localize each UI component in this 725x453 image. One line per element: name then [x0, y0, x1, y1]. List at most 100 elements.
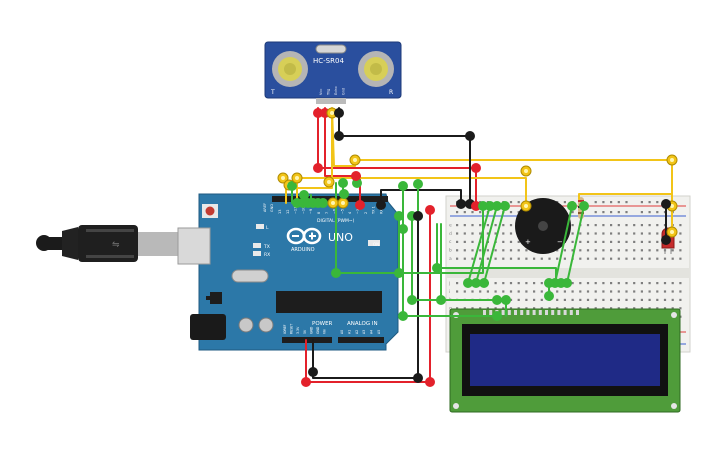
- wire-node[interactable]: [308, 367, 318, 377]
- wire-node[interactable]: [661, 199, 671, 209]
- wire[interactable]: [305, 209, 431, 383]
- wire[interactable]: [338, 107, 471, 205]
- sensor-pin-label: Vcc: [319, 89, 323, 95]
- wire-node[interactable]: [355, 200, 365, 210]
- wire-node[interactable]: [500, 201, 510, 211]
- analog-pin-label: A5: [377, 330, 381, 334]
- aref-label: AREF: [263, 203, 267, 212]
- wire-node[interactable]: [398, 181, 408, 191]
- uno-label: UNO: [328, 231, 353, 244]
- wire-node[interactable]: [492, 311, 502, 321]
- wire-node[interactable]: [544, 291, 554, 301]
- wire-node[interactable]: [492, 201, 502, 211]
- wire[interactable]: [285, 107, 333, 204]
- regulator: [210, 292, 222, 304]
- wire-node[interactable]: [471, 278, 481, 288]
- wire[interactable]: [312, 215, 419, 379]
- wire-node[interactable]: [299, 190, 309, 200]
- wire-node[interactable]: [492, 295, 502, 305]
- tx-label: TX: [263, 244, 270, 250]
- usb-cable[interactable]: ⇋: [36, 225, 199, 262]
- wire[interactable]: [554, 205, 573, 284]
- digital-pin-label: 7: [325, 212, 329, 214]
- wire[interactable]: [566, 205, 585, 284]
- wire-node[interactable]: [567, 201, 577, 211]
- breadboard-row-letter: j: [448, 280, 450, 286]
- wire-node[interactable]: [485, 201, 495, 211]
- power-pin-label: 5V: [303, 329, 307, 334]
- wire-node[interactable]: [313, 163, 323, 173]
- wire-node[interactable]: [413, 211, 423, 221]
- wire-node[interactable]: [301, 377, 311, 387]
- analog-pin-label: A3: [362, 330, 366, 334]
- wire[interactable]: [467, 205, 491, 284]
- wire[interactable]: [578, 193, 673, 200]
- wire-node[interactable]: [331, 268, 341, 278]
- rx-label: RX: [264, 252, 270, 258]
- wire-node[interactable]: [436, 295, 446, 305]
- wire-node[interactable]: [579, 201, 589, 211]
- wire[interactable]: [331, 107, 673, 207]
- wire[interactable]: [335, 182, 484, 274]
- piezo-buzzer[interactable]: + −: [515, 198, 571, 254]
- sensor-pin-label: Echo: [334, 87, 338, 96]
- wire-node[interactable]: [398, 311, 408, 321]
- tx-led: [253, 243, 261, 248]
- breadboard-row-letter: c: [449, 240, 452, 245]
- wire-node[interactable]: [471, 163, 481, 173]
- wire[interactable]: [324, 107, 361, 206]
- wire-node[interactable]: [456, 199, 466, 209]
- wire-node[interactable]: [287, 181, 297, 191]
- breadboard-row-letter: a: [449, 257, 452, 262]
- wire-node[interactable]: [463, 278, 473, 288]
- wire[interactable]: [317, 107, 477, 207]
- wire-node[interactable]: [339, 189, 349, 199]
- wire-node[interactable]: [394, 211, 404, 221]
- breadboard-row-letter: i: [449, 289, 450, 295]
- wire-node[interactable]: [313, 108, 323, 118]
- wire[interactable]: [380, 189, 462, 206]
- wire-node[interactable]: [398, 224, 408, 234]
- wire-node[interactable]: [351, 171, 361, 181]
- wire-node[interactable]: [334, 131, 344, 141]
- wire-node[interactable]: [562, 278, 572, 288]
- wire-node[interactable]: [413, 373, 423, 383]
- wire-node[interactable]: [376, 200, 386, 210]
- reset-button[interactable]: [205, 206, 215, 216]
- wire[interactable]: [483, 205, 506, 284]
- wire[interactable]: [296, 177, 527, 207]
- arduino-brand-label: ARDUINO: [291, 247, 315, 253]
- wire[interactable]: [411, 215, 507, 317]
- wire-node[interactable]: [661, 235, 671, 245]
- wire-node[interactable]: [479, 278, 489, 288]
- wire-node[interactable]: [432, 263, 442, 273]
- wire[interactable]: [475, 205, 498, 284]
- wire-node[interactable]: [471, 201, 481, 211]
- wire-node[interactable]: [334, 108, 344, 118]
- power-pin-label: RESET: [290, 324, 294, 334]
- arduino-uno-board[interactable]: UNO ARDUINO POWER ANALOG IN DIGITAL (PWM…: [177, 193, 399, 351]
- wire-node[interactable]: [478, 201, 488, 211]
- power-pin-label: Vin: [323, 329, 327, 334]
- analog-pin-label: A2: [355, 330, 359, 334]
- wire-node[interactable]: [425, 377, 435, 387]
- wire-node[interactable]: [407, 295, 417, 305]
- l-led: [256, 224, 264, 229]
- digital-pin-label: 13: [278, 210, 282, 214]
- wire-node[interactable]: [338, 178, 348, 188]
- wire-node[interactable]: [394, 268, 404, 278]
- wire-node[interactable]: [413, 179, 423, 189]
- lcd-screen: [470, 334, 660, 386]
- wire-node[interactable]: [318, 198, 328, 208]
- wire-node[interactable]: [465, 131, 475, 141]
- wire-node[interactable]: [501, 295, 511, 305]
- sensor-model-label: HC-SR04: [313, 57, 344, 65]
- analog-header[interactable]: [338, 337, 384, 343]
- on-led: [368, 240, 380, 246]
- wire-node[interactable]: [425, 205, 435, 215]
- crystal: [231, 269, 269, 283]
- lcd-display[interactable]: [449, 308, 681, 413]
